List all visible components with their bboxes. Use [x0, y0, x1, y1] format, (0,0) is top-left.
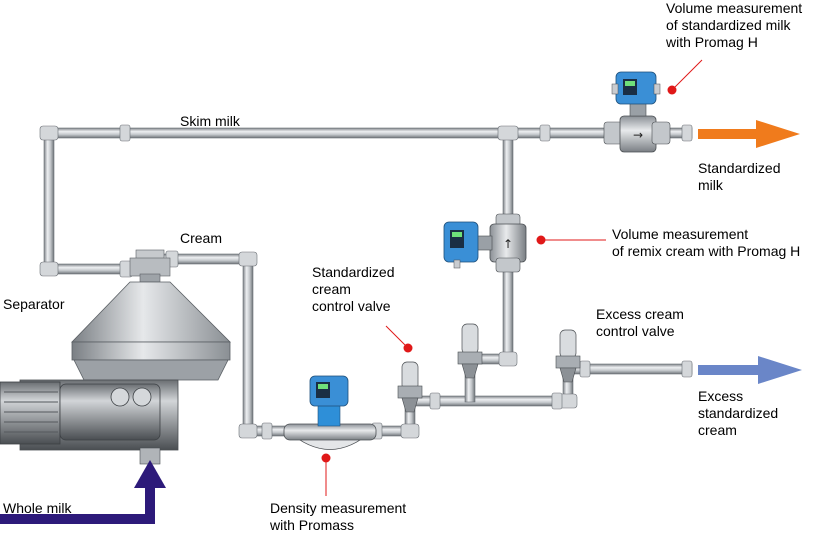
label-separator: Separator	[3, 296, 65, 312]
label-skim-milk: Skim milk	[180, 113, 240, 129]
control-valve-icon-std-cream	[397, 361, 423, 413]
label-cream: Cream	[180, 230, 223, 246]
label-whole-milk: Whole milk	[3, 500, 72, 516]
control-valve-icon-mid	[457, 323, 483, 379]
arrow-icon-excess-cream	[698, 356, 802, 384]
transmitter-icon-density	[309, 375, 349, 407]
label-excess-cream-valve: Excess cream control valve	[596, 306, 684, 339]
label-std-cream-valve: Standardized cream control valve	[312, 264, 395, 314]
label-density: Density measurement with Promass	[270, 500, 407, 533]
label-volume-remix: Volume measurement of remix cream with P…	[612, 226, 801, 259]
svg-text:→: →	[633, 128, 643, 142]
control-valve-icon-excess	[555, 329, 581, 383]
svg-text:↑: ↑	[503, 237, 513, 251]
flowmeter-icon-density	[283, 403, 377, 450]
flowmeter-icon-std-milk: →	[603, 101, 671, 153]
label-excess-std-cream: Excess standardized cream	[698, 388, 779, 438]
flowmeter-icon-remix: ↑	[475, 213, 527, 273]
transmitter-icon-remix	[443, 221, 479, 269]
label-standardized-milk: Standardized milk	[698, 160, 781, 193]
transmitter-icon-std-milk	[611, 71, 661, 105]
arrow-icon-whole-milk	[0, 460, 166, 524]
arrow-icon-standardized-milk	[698, 120, 800, 148]
label-volume-std-milk: Volume measurement of standardized milk …	[666, 0, 803, 50]
callouts	[321, 59, 703, 496]
motor-icon	[0, 381, 161, 445]
